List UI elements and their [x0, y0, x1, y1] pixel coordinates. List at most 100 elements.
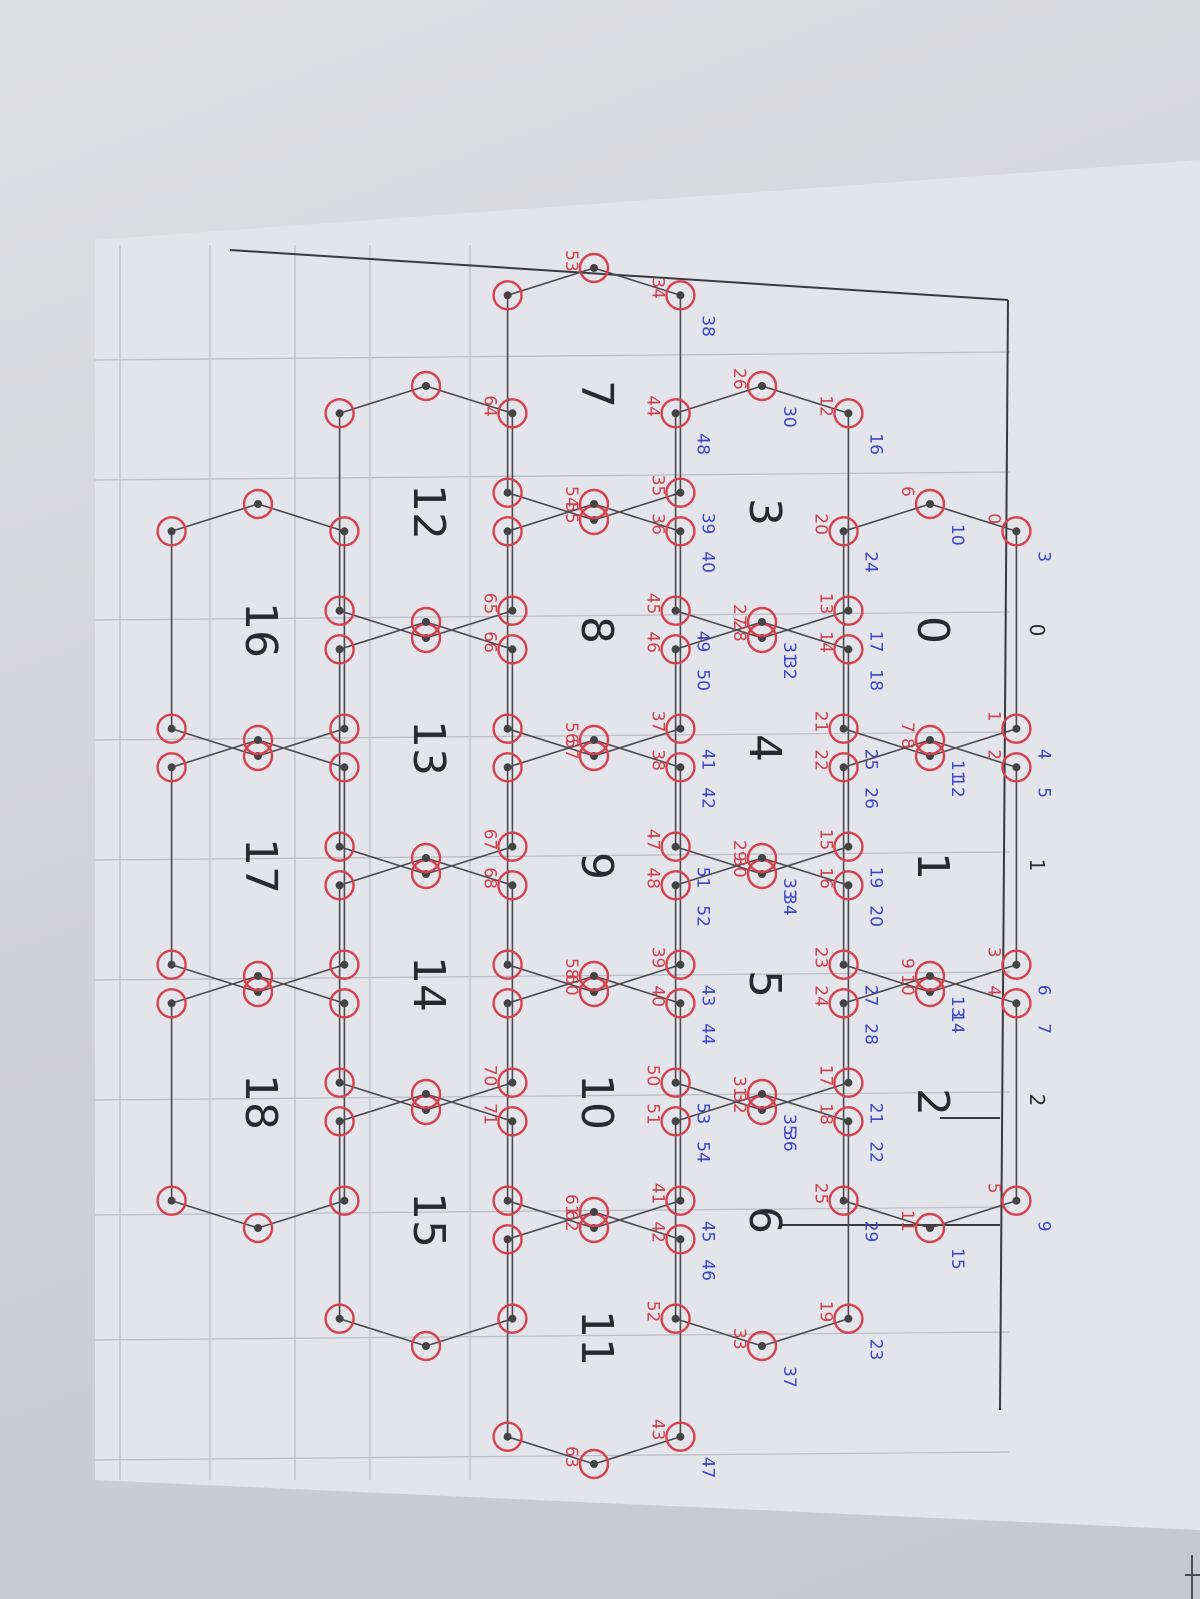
- vertex-dot: [839, 724, 848, 733]
- vertex-number-red: 11: [897, 1210, 917, 1232]
- vertex-dot: [422, 618, 430, 626]
- cell-number: 3: [739, 498, 790, 526]
- vertex-dot: [676, 724, 685, 733]
- vertex-circle: [828, 752, 859, 783]
- vertex-number-blue: 22: [865, 1141, 885, 1163]
- vertex-number-red: 43: [647, 1419, 667, 1441]
- vertex-circle: [1001, 1185, 1032, 1216]
- vertex-circle: [660, 1106, 691, 1137]
- vertex-number-red: 50: [643, 1065, 663, 1087]
- vertex-number-blue: 10: [947, 524, 967, 546]
- vertex-dot: [167, 960, 176, 969]
- vertex-dot: [340, 960, 349, 969]
- vertex-number-red: 6: [897, 486, 917, 497]
- vertex-number-red: 21: [811, 711, 831, 733]
- vertex-number-red: 28: [729, 620, 749, 642]
- ruled-line: [94, 351, 1011, 361]
- paper-sheet: [95, 160, 1200, 1530]
- vertex-number-blue: 20: [865, 905, 885, 927]
- vertex-number-red: 37: [647, 711, 667, 733]
- vertex-circle: [329, 949, 360, 980]
- vertex-dot: [167, 1196, 176, 1205]
- vertex-number-blue: 39: [697, 513, 717, 535]
- vertex-number-red: 70: [479, 1065, 499, 1087]
- vertex-dot: [926, 972, 934, 980]
- vertex-circle: [324, 1106, 355, 1137]
- vertex-dot: [590, 500, 598, 508]
- vertex-dot: [167, 999, 176, 1008]
- vertex-circle: [492, 1185, 523, 1216]
- vertex-dot: [758, 854, 766, 862]
- vertex-dot: [844, 409, 853, 418]
- vertex-circle: [492, 988, 523, 1019]
- vertex-number-blue: 45: [697, 1221, 717, 1243]
- vertex-number-blue: 44: [697, 1023, 717, 1045]
- vertex-dot: [340, 763, 349, 772]
- vertex-circle: [492, 713, 523, 744]
- vertex-dot: [508, 1078, 517, 1087]
- vertex-circle: [665, 713, 696, 744]
- vertex-number-blue: 36: [779, 1130, 799, 1152]
- vertex-circle: [329, 713, 360, 744]
- vertex-circle: [833, 870, 864, 901]
- cell-number: 10: [571, 1074, 622, 1130]
- vertex-circle: [833, 831, 864, 862]
- vertex-circle: [660, 831, 691, 862]
- vertex-dot: [503, 291, 512, 300]
- vertex-number-red: 67: [479, 829, 499, 851]
- column-number: 2: [1025, 1094, 1049, 1107]
- frame-line: [229, 249, 1009, 301]
- vertex-number-red: 30: [729, 856, 749, 878]
- vertex-dot: [503, 1196, 512, 1205]
- cell-number: 9: [571, 852, 622, 880]
- vertex-number-red: 9: [897, 958, 917, 969]
- vertex-dot: [503, 488, 512, 497]
- vertex-number-blue: 33: [779, 878, 799, 900]
- vertex-dot: [839, 960, 848, 969]
- column-numbers: 012: [1025, 624, 1049, 1107]
- vertex-number-red: 58: [561, 958, 581, 980]
- vertex-number-red: 32: [729, 1092, 749, 1114]
- vertex-circle: [492, 280, 523, 311]
- vertex-circle: [665, 752, 696, 783]
- vertex-dot: [254, 972, 262, 980]
- vertex-dot: [844, 1314, 853, 1323]
- vertex-dot: [335, 881, 344, 890]
- vertex-number-blue: 4: [1033, 749, 1053, 760]
- vertex-circle: [410, 1330, 442, 1362]
- vertex-circle: [497, 870, 528, 901]
- vertex-number-red: 15: [815, 829, 835, 851]
- vertex-number-red: 31: [729, 1076, 749, 1098]
- vertex-number-blue: 11: [947, 760, 967, 782]
- vertex-number-blue: 23: [865, 1339, 885, 1361]
- cell-number: 11: [571, 1310, 622, 1366]
- vertex-dot: [676, 291, 685, 300]
- vertex-number-red: 17: [815, 1065, 835, 1087]
- vertex-circle: [828, 713, 859, 744]
- vertex-number-blue: 52: [693, 905, 713, 927]
- vertex-dot: [340, 1196, 349, 1205]
- cell-number: 12: [403, 484, 454, 540]
- vertex-dot: [508, 409, 517, 418]
- vertex-circle: [329, 516, 360, 547]
- vertex-circle: [660, 634, 691, 665]
- vertex-circle: [1001, 516, 1032, 547]
- vertex-number-blue: 50: [693, 669, 713, 691]
- cell-number: 15: [403, 1192, 454, 1248]
- cell-number: 2: [907, 1088, 958, 1116]
- vertex-number-blue: 34: [779, 894, 799, 916]
- vertex-number-red: 45: [643, 593, 663, 615]
- cell-number: 17: [235, 838, 286, 894]
- vertex-circle: [828, 988, 859, 1019]
- vertex-circle: [665, 1224, 696, 1255]
- vertex-number-red: 7: [897, 722, 917, 733]
- vertex-dot: [503, 999, 512, 1008]
- vertex-circle: [660, 398, 691, 429]
- vertex-number-red: 39: [647, 947, 667, 969]
- vertex-circle: [242, 488, 274, 520]
- vertex-circle: [410, 1078, 442, 1110]
- vertex-number-red: 10: [897, 974, 917, 996]
- vertex-dot: [844, 606, 853, 615]
- vertex-number-blue: 19: [865, 867, 885, 889]
